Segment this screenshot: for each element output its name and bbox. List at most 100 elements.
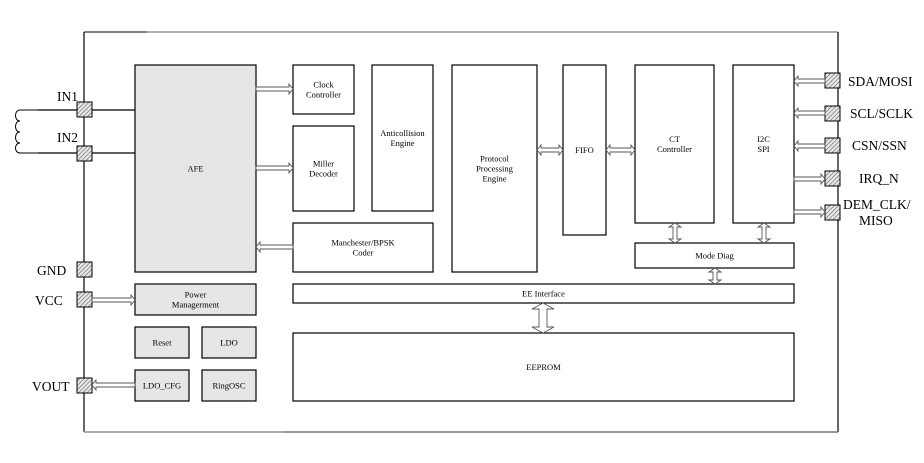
- block-label: RingOSC: [212, 381, 245, 391]
- block-label: Protocol: [480, 154, 509, 164]
- block-box: [634, 64, 715, 224]
- arrow-i2c-spi-mode-diag: [756, 222, 772, 244]
- pin-pad-icon: [824, 72, 841, 89]
- pin-csn-ssn: CSN/SSN: [824, 137, 907, 154]
- antenna-coil-icon: [15, 109, 38, 154]
- pin-label-dem-clk: DEM_CLK/: [843, 197, 911, 212]
- block-label: Controller: [657, 144, 692, 154]
- block-label: Managerment: [172, 300, 220, 310]
- block-label: EEPROM: [526, 362, 561, 372]
- pin-dem-clk-miso: DEM_CLK/ MISO: [824, 197, 911, 228]
- arrow-afe-to-clock-controller: [255, 82, 294, 96]
- pin-in2: IN2: [38, 130, 135, 162]
- pin-label-sda-mosi: SDA/MOSI: [848, 74, 913, 89]
- arrow-dem-clk-miso: [793, 205, 826, 219]
- block-label: Decoder: [309, 169, 338, 179]
- block-label: Mode Diag: [695, 251, 734, 261]
- arrow-scl-sclk: [793, 106, 826, 120]
- block-mode-diag: Mode Diag: [634, 242, 795, 269]
- pin-vcc: VCC: [35, 291, 93, 308]
- pin-label-vcc: VCC: [35, 293, 63, 308]
- arrow-fifo-ct-controller: [605, 143, 636, 157]
- arrow-ct-controller-mode-diag: [667, 222, 683, 244]
- pin-pad-icon: [76, 291, 93, 308]
- pin-sda-mosi: SDA/MOSI: [824, 72, 913, 89]
- block-fifo: FIFO: [562, 64, 607, 236]
- pin-label-vout: VOUT: [32, 379, 70, 394]
- block-box: [292, 222, 434, 273]
- pin-gnd: GND: [37, 261, 93, 278]
- block-label: AFE: [187, 164, 203, 174]
- chip-outline: [83, 31, 839, 433]
- pin-pad-icon: [76, 101, 93, 118]
- arrow-sda-mosi: [793, 74, 826, 88]
- pin-label-miso: MISO: [859, 213, 893, 228]
- arrow-vcc-to-power-management: [91, 293, 136, 307]
- block-label: LDO_CFG: [143, 381, 181, 391]
- pin-pad-icon: [824, 204, 841, 221]
- block-eeprom: EEPROM: [292, 332, 795, 402]
- arrow-mode-diag-ee-interface: [707, 267, 723, 285]
- arrow-irq-n: [793, 172, 826, 186]
- block-afe: AFE: [134, 64, 257, 273]
- pin-in1: IN1: [38, 89, 135, 118]
- arrow-protocol-fifo: [536, 143, 564, 157]
- pin-pad-icon: [76, 261, 93, 278]
- block-box: [292, 125, 355, 212]
- pin-vout: VOUT: [32, 377, 93, 394]
- block-label: Engine: [482, 174, 506, 184]
- block-box: [562, 64, 607, 236]
- block-label: Controller: [306, 90, 341, 100]
- block-label: EE Interface: [522, 289, 565, 299]
- block-label: LDO: [220, 338, 237, 348]
- pin-label-gnd: GND: [37, 263, 66, 278]
- pin-scl-sclk: SCL/SCLK: [824, 105, 913, 122]
- block-ldo-cfg: LDO_CFG: [134, 369, 190, 402]
- block-box: [451, 64, 538, 273]
- block-label: Reset: [153, 338, 173, 348]
- pin-label-csn-ssn: CSN/SSN: [852, 138, 907, 153]
- arrow-coder-to-afe: [255, 240, 294, 254]
- arrow-afe-to-miller-decoder: [255, 161, 294, 175]
- pin-irq-n: IRQ_N: [824, 170, 899, 187]
- block-reset: Reset: [134, 326, 190, 359]
- block-label: CT: [669, 134, 681, 144]
- pin-pad-icon: [76, 145, 93, 162]
- block-label: FIFO: [575, 145, 593, 155]
- pin-label-in2: IN2: [57, 130, 78, 145]
- block-label: Manchester/BPSK: [331, 238, 395, 248]
- pin-pad-icon: [824, 170, 841, 187]
- pin-pad-icon: [824, 137, 841, 154]
- block-box: [201, 326, 257, 359]
- pin-pad-icon: [76, 377, 93, 394]
- block-ldo: LDO: [201, 326, 257, 359]
- pin-pad-icon: [824, 105, 841, 122]
- block-label: Miller: [313, 159, 334, 169]
- pin-label-scl-sclk: SCL/SCLK: [850, 106, 913, 121]
- block-label: Processing: [476, 164, 514, 174]
- block-label: SPI: [757, 144, 769, 154]
- block-label: Engine: [390, 138, 414, 148]
- block-box: [292, 64, 355, 115]
- arrow-ldo-cfg-to-vout: [91, 378, 136, 392]
- block-box: [134, 326, 190, 359]
- block-box: [134, 64, 257, 273]
- block-ring-osc: RingOSC: [201, 369, 257, 402]
- arrow-ee-interface-eeprom: [531, 302, 555, 334]
- block-label: Power: [185, 290, 207, 300]
- pin-label-in1: IN1: [57, 89, 78, 104]
- block-box: [292, 332, 795, 402]
- bus-arrows: [91, 74, 826, 392]
- block-box: [371, 64, 434, 212]
- block-ee-interface: EE Interface: [292, 283, 795, 304]
- block-label: I2C: [757, 134, 770, 144]
- block-box: [732, 64, 795, 224]
- block-label: Anticollision: [380, 128, 425, 138]
